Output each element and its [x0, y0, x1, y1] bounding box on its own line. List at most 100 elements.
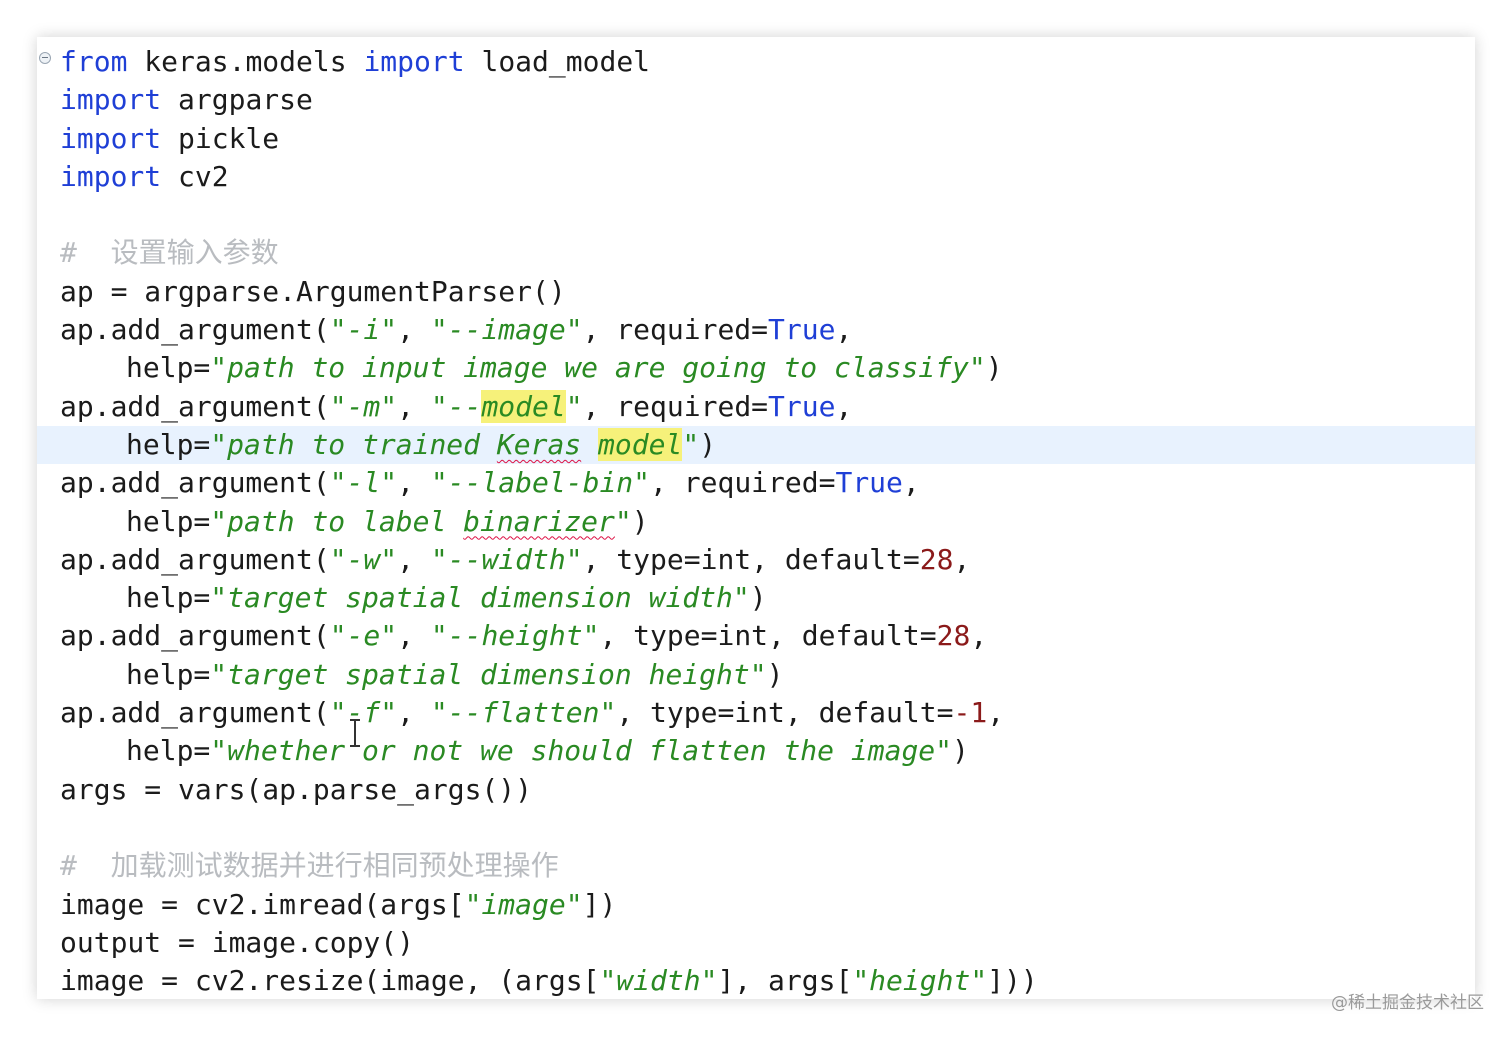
code-token: 28 [936, 619, 971, 653]
code-token: -1 [953, 696, 988, 730]
code-token: "-w" [329, 542, 398, 576]
code-token: help= [126, 427, 211, 461]
code-token: , [835, 389, 853, 423]
code-token: pickle [161, 121, 280, 155]
code-line[interactable]: # 加载测试数据并进行相同预处理操作 [37, 847, 1475, 885]
code-token: "target spatial dimension height" [210, 657, 767, 691]
code-token: " [614, 504, 632, 538]
code-token: ap.add_argument( [60, 619, 330, 653]
code-token: "width" [599, 964, 718, 998]
code-token: "image" [464, 887, 583, 921]
code-line[interactable]: import argparse [37, 81, 1475, 119]
code-line[interactable]: import pickle [37, 120, 1475, 158]
code-token [581, 428, 598, 461]
code-token: , [902, 466, 920, 500]
code-token: keras.models [127, 45, 364, 78]
code-token: "--image" [430, 313, 583, 347]
code-line[interactable]: import cv2 [37, 158, 1475, 196]
code-token: help= [126, 581, 211, 615]
code-line[interactable]: ap.add_argument("-f", "--flatten", type=… [37, 694, 1475, 732]
code-line[interactable]: ap.add_argument("-w", "--width", type=in… [37, 541, 1475, 579]
code-line[interactable]: help="path to trained Keras model") [37, 425, 1475, 465]
code-token: ap.add_argument( [60, 696, 330, 730]
code-token: True [768, 389, 836, 423]
code-token: ) [699, 427, 717, 461]
code-line[interactable]: ap.add_argument("-l", "--label-bin", req… [37, 464, 1475, 502]
code-token: ) [985, 351, 1003, 385]
code-token: ap.add_argument( [60, 542, 330, 576]
code-token: ap.add_argument( [60, 466, 330, 500]
code-token: , [835, 313, 853, 347]
code-token: , [397, 542, 431, 576]
code-token: "-f" [329, 696, 398, 730]
code-token: ], args[ [717, 964, 853, 998]
code-token: "--flatten" [430, 696, 617, 730]
fold-collapse-icon[interactable] [39, 52, 51, 64]
code-token: # 加载测试数据并进行相同预处理操作 [60, 849, 559, 883]
watermark: @稀土掘金技术社区 [1331, 993, 1484, 1013]
code-token: ])) [987, 964, 1038, 998]
code-token: ) [766, 657, 784, 691]
code-token: , [397, 619, 431, 653]
code-token: , type=int, default= [599, 619, 937, 653]
code-token: help= [126, 734, 211, 768]
code-token: argparse [161, 83, 313, 117]
text-cursor-icon [350, 719, 360, 747]
code-token: , [397, 696, 431, 730]
code-token: "path to input image we are going to cla… [210, 351, 986, 385]
code-token: , required= [582, 389, 769, 423]
code-line[interactable]: help="target spatial dimension width") [37, 579, 1475, 617]
code-token: ) [631, 504, 649, 538]
code-line[interactable]: help="path to input image we are going t… [37, 349, 1475, 387]
code-line[interactable]: help="target spatial dimension height") [37, 656, 1475, 694]
code-line[interactable]: ap.add_argument("-i", "--image", require… [37, 311, 1475, 349]
code-token: Keras [496, 427, 582, 461]
code-line[interactable] [37, 196, 1475, 234]
code-token: output = image.copy() [60, 925, 415, 959]
code-line[interactable]: help="whether or not we should flatten t… [37, 732, 1475, 770]
code-token: "path to trained [210, 427, 497, 461]
code-token: ap.add_argument( [60, 313, 330, 347]
code-line[interactable]: from keras.models import load_model [37, 43, 1475, 81]
code-line[interactable]: ap.add_argument("-m", "--model", require… [37, 388, 1475, 426]
code-token: "-- [430, 389, 482, 423]
code-token: "-l" [329, 466, 398, 500]
code-token: import [60, 83, 162, 117]
code-token: , [397, 389, 431, 423]
code-token: "--height" [430, 619, 600, 653]
code-line[interactable] [37, 809, 1475, 847]
code-line[interactable]: image = cv2.imread(args["image"]) [37, 886, 1475, 924]
code-line[interactable]: ap = argparse.ArgumentParser() [37, 273, 1475, 311]
code-token: import [60, 121, 162, 155]
code-token: binarizer [463, 504, 615, 538]
code-token: ) [749, 581, 767, 615]
code-token: ap.add_argument( [60, 389, 330, 423]
code-token: , [953, 542, 971, 576]
code-line[interactable]: output = image.copy() [37, 924, 1475, 962]
code-line[interactable]: help="path to label binarizer") [37, 503, 1475, 541]
code-line[interactable]: # 设置输入参数 [37, 234, 1475, 272]
code-line[interactable]: image = cv2.resize(image, (args["width"]… [37, 962, 1475, 999]
code-token: "height" [852, 964, 988, 998]
code-token: load_model [464, 45, 651, 78]
code-token: True [768, 313, 836, 347]
code-token: help= [126, 351, 211, 385]
code-line[interactable]: args = vars(ap.parse_args()) [37, 771, 1475, 809]
code-token: image = cv2.imread(args[ [60, 887, 465, 921]
code-token: "path to label [210, 504, 464, 538]
code-token: "-i" [329, 313, 398, 347]
code-token: , type=int, default= [616, 696, 954, 730]
code-token: cv2 [161, 159, 229, 193]
code-token: # 设置输入参数 [60, 236, 279, 270]
code-token: ap = argparse.ArgumentParser() [60, 274, 566, 308]
code-line[interactable]: ap.add_argument("-e", "--height", type=i… [37, 617, 1475, 655]
code-token: , [987, 696, 1005, 730]
code-token: , [397, 313, 431, 347]
code-token: "--label-bin" [430, 466, 651, 500]
code-token: True [835, 466, 903, 500]
code-token: " [682, 427, 700, 461]
code-token: "whether or not we should flatten the im… [210, 734, 953, 768]
code-token: from [60, 45, 128, 78]
